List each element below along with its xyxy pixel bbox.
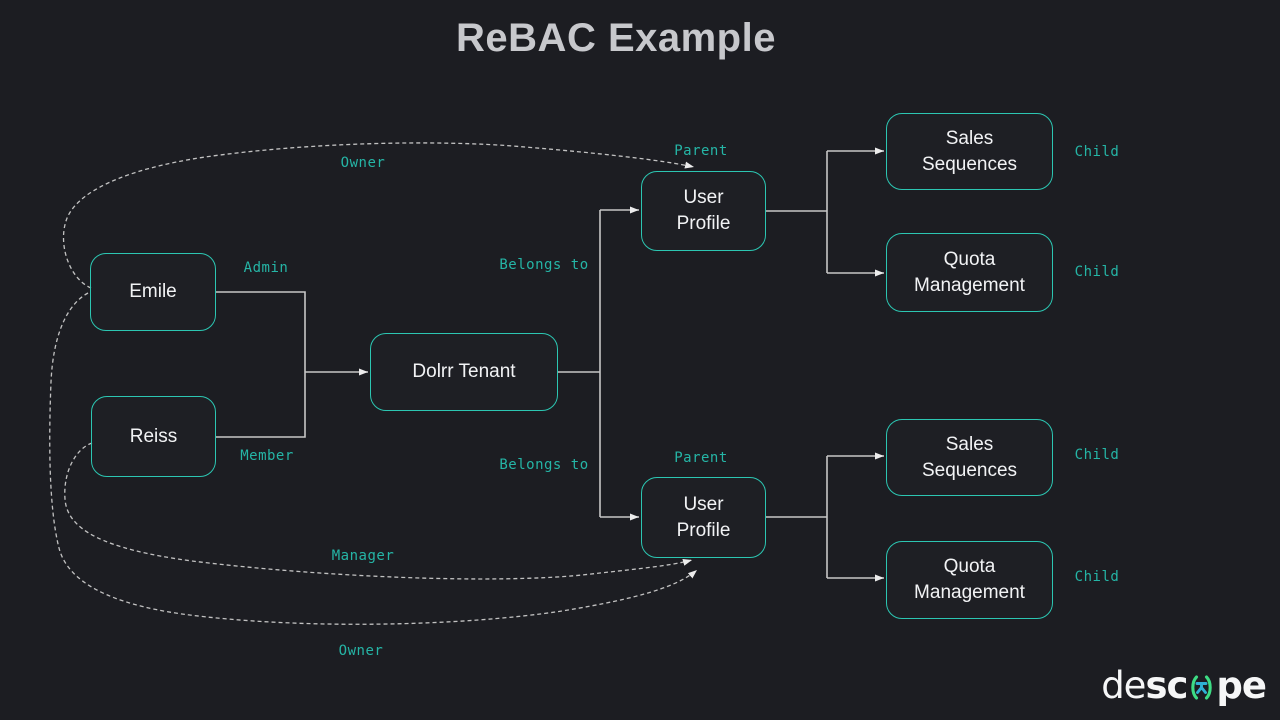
node-user-profile-bottom: User Profile [641,477,766,558]
node-user-profile-top: User Profile [641,171,766,251]
label-owner-bottom: Owner [338,643,384,659]
logo-text-sc: sc [1145,664,1188,707]
node-user-profile-bottom-label: User Profile [676,493,731,541]
label-member: Member [240,448,294,464]
label-admin: Admin [243,260,289,276]
node-quota-management-top: Quota Management [886,233,1053,312]
node-quota-management-bottom-label: Quota Management [914,556,1025,603]
label-parent-bottom: Parent [674,450,728,466]
logo-text-de: de [1101,664,1146,707]
node-sales-sequences-top-label: Sales Sequences [921,127,1018,175]
descope-asterisk-icon [1191,674,1213,700]
node-emile: Emile [90,253,216,331]
node-sales-sequences-bottom: Sales Sequences [886,419,1053,496]
node-user-profile-top-label: User Profile [676,187,731,234]
label-child-top-2: Child [1074,264,1120,280]
edge-profile-top-fanout [766,151,828,273]
label-child-bottom-1: Child [1074,447,1120,463]
edge-users-junction [216,291,306,438]
edge-dolrr-trunk [558,210,601,517]
edge-owner-top-curve [62,142,695,289]
label-child-bottom-2: Child [1074,569,1120,585]
label-owner-top: Owner [340,155,386,171]
node-dolrr-tenant: Dolrr Tenant [370,333,558,411]
page-title: ReBAC Example [456,16,776,60]
logo-text-pe: pe [1216,664,1267,707]
node-quota-management-bottom: Quota Management [886,541,1053,619]
node-sales-sequences-top: Sales Sequences [886,113,1053,190]
node-emile-label: Emile [129,281,177,302]
label-belongs-to-bottom: Belongs to [499,457,589,473]
node-reiss: Reiss [91,396,216,477]
edge-manager-curve [64,442,693,580]
edge-profile-bottom-fanout [766,456,828,578]
node-sales-sequences-bottom-label: Sales Sequences [921,433,1018,481]
node-dolrr-tenant-label: Dolrr Tenant [412,361,516,382]
node-quota-management-top-label: Quota Management [914,248,1025,296]
label-manager: Manager [331,548,395,564]
edge-owner-bottom-curve [49,292,698,625]
node-reiss-label: Reiss [129,425,178,447]
label-belongs-to-top: Belongs to [499,257,589,273]
label-child-top-1: Child [1074,144,1120,160]
label-parent-top: Parent [674,143,728,159]
